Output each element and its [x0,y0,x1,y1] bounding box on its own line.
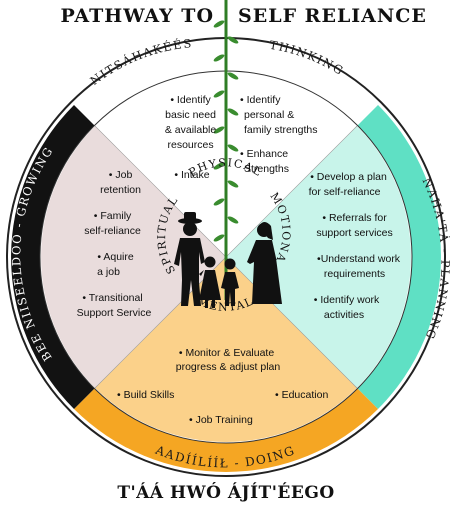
corn-stalk-icon [213,0,239,300]
family-silhouette-icon [174,212,282,308]
bottom-title: T'áá hwó ájít'éego [117,482,334,503]
doing-list: • Monitor & Evaluate progress & adjust p… [176,347,281,373]
thinking-left-list: • Identify basic need & available resour… [165,94,219,181]
section-growing [41,126,227,388]
doing-build-skills: • Build Skills [117,389,174,401]
title-left: Pathway to [61,5,214,27]
section-doing [95,257,357,442]
planning-list: • Develop a plan for self-reliance • Ref… [309,171,403,321]
doing-job-training: • Job Training [189,414,253,426]
growing-list: • Job retention • Family self-reliance •… [77,169,152,319]
thinking-right-list: • Identify personal & family strengths •… [240,94,320,175]
doing-education: • Education [275,389,328,401]
title-right: Self Reliance [238,5,427,27]
section-planning [226,126,411,388]
